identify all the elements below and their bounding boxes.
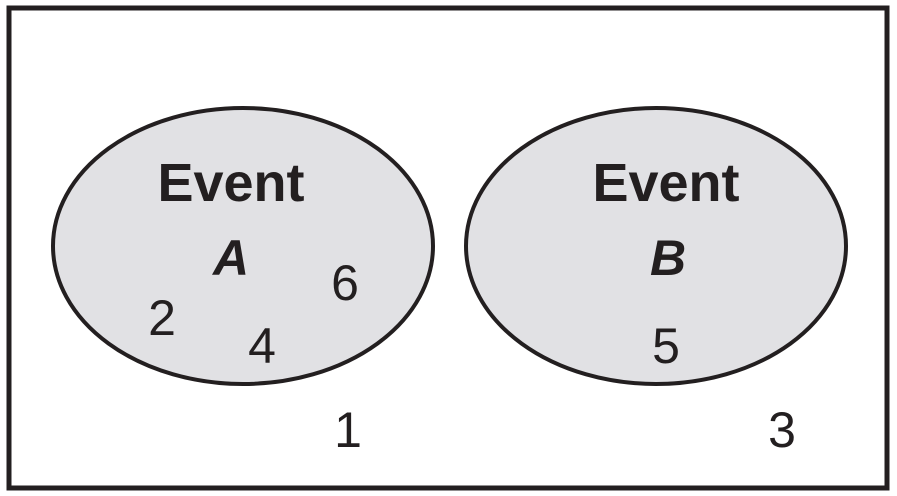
outside-element-3: 3 bbox=[768, 402, 796, 458]
event-b-element-5: 5 bbox=[652, 318, 680, 374]
event-a-element-2: 2 bbox=[148, 290, 176, 346]
event-b-word: Event bbox=[592, 153, 739, 213]
event-a-element-6: 6 bbox=[331, 255, 359, 311]
event-b-letter: B bbox=[650, 230, 686, 286]
event-b-ellipse bbox=[464, 106, 848, 386]
event-a-ellipse bbox=[51, 106, 435, 386]
event-a-letter: A bbox=[211, 230, 249, 286]
event-a-word: Event bbox=[157, 153, 304, 213]
outside-element-1: 1 bbox=[334, 402, 362, 458]
event-a-element-4: 4 bbox=[248, 318, 276, 374]
